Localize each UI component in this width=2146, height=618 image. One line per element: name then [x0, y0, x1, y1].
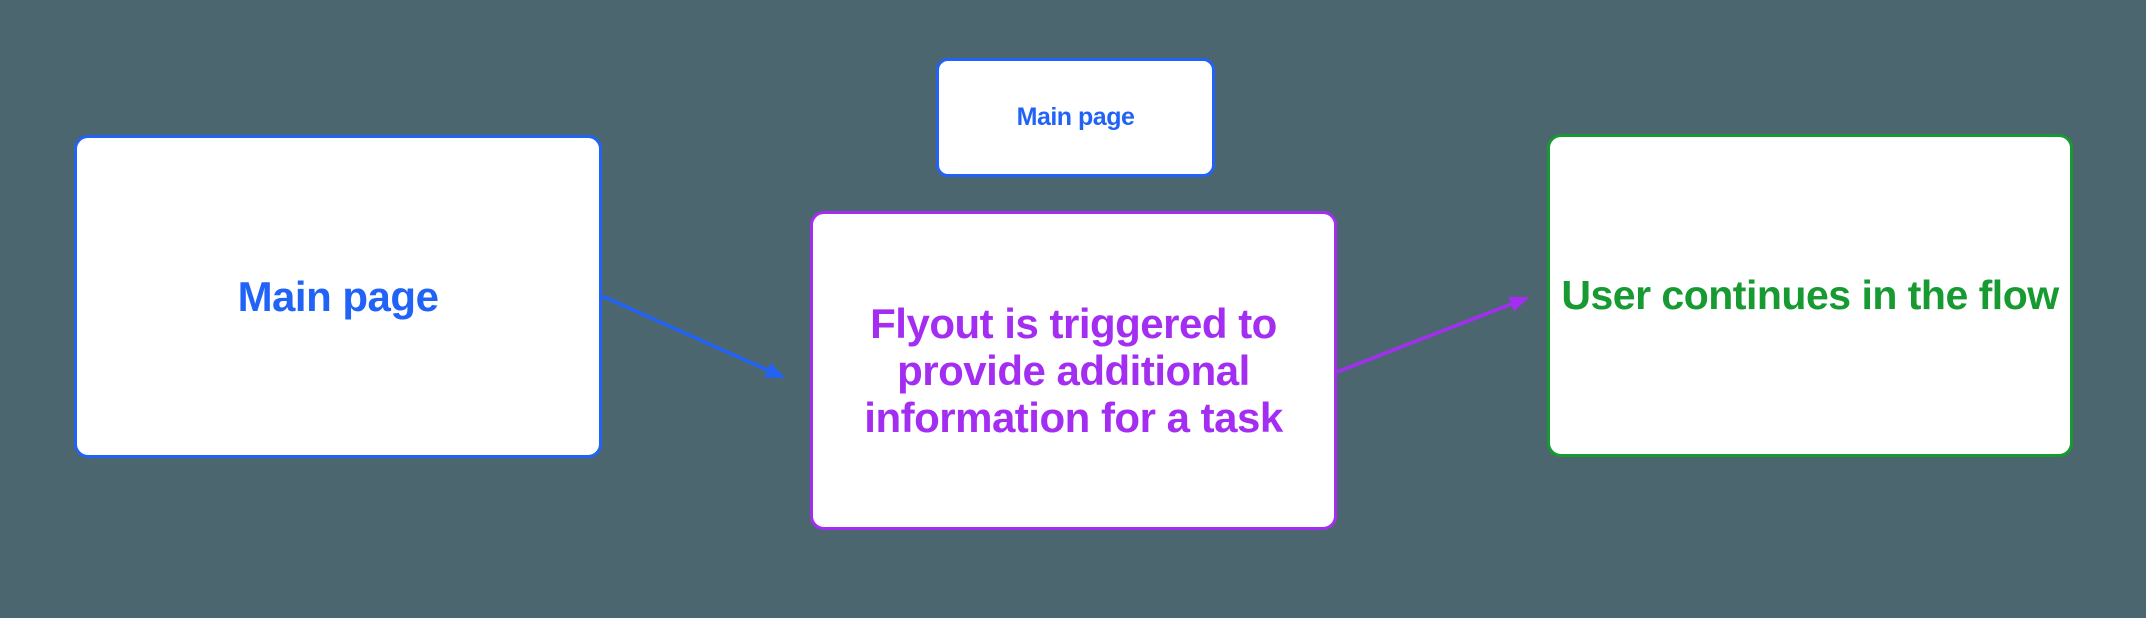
- node-flyout[interactable]: Flyout is triggered to provide additiona…: [810, 211, 1337, 530]
- node-flyout-label-line-2: provide additional: [897, 347, 1250, 394]
- node-main-page-small-label: Main page: [1016, 103, 1135, 131]
- node-user-continues[interactable]: User continues in the flow: [1547, 134, 2073, 457]
- node-flyout-label-line-3: information for a task: [864, 394, 1283, 441]
- node-user-continues-label: User continues in the flow: [1561, 272, 2059, 318]
- node-main-page-label: Main page: [237, 272, 439, 320]
- edge-main-to-flyout-arrow[interactable]: [601, 294, 785, 379]
- node-main-page-small[interactable]: Main page: [936, 58, 1215, 177]
- node-main-page[interactable]: Main page: [74, 135, 602, 458]
- node-flyout-label-line-1: Flyout is triggered to: [870, 300, 1277, 347]
- edge-flyout-to-continue-arrow[interactable]: [1336, 296, 1529, 374]
